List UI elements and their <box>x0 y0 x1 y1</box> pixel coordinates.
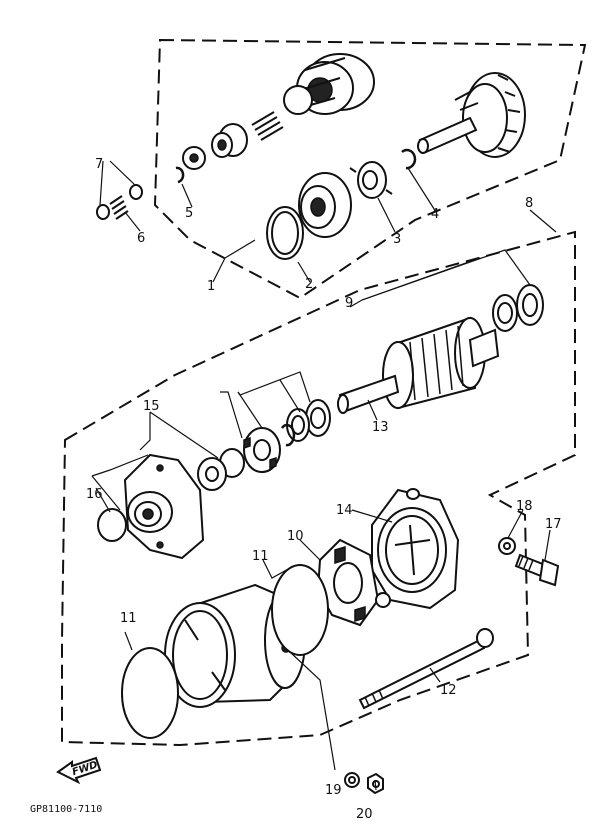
callout-20: 20 <box>356 807 373 822</box>
clutch-housing <box>298 172 352 238</box>
o-ring-16 <box>97 508 127 542</box>
overrunning-clutch-shaft <box>417 72 526 158</box>
bolt-17 <box>514 553 560 587</box>
o-ring-11-left <box>121 647 179 739</box>
group-outline-starter-assembly <box>61 230 576 747</box>
circlip-5 <box>175 166 185 184</box>
callout-18: 18 <box>516 499 533 514</box>
figure-code: GP81100-7110 <box>30 804 102 815</box>
callout-11-upper: 11 <box>252 549 269 564</box>
collar <box>182 146 206 170</box>
callout-2: 2 <box>305 277 313 292</box>
brush-holder <box>316 538 391 627</box>
callout-11-lower: 11 <box>120 611 137 626</box>
o-ring-11-right <box>271 564 329 656</box>
callout-12: 12 <box>440 683 457 698</box>
front-cover <box>123 453 205 560</box>
group-outline-clutch-assembly <box>153 38 587 300</box>
callout-1: 1 <box>207 279 215 294</box>
callout-7: 7 <box>95 157 103 172</box>
callout-10: 10 <box>287 529 304 544</box>
leader-lines <box>91 160 557 791</box>
bearing <box>197 448 245 491</box>
callout-3: 3 <box>393 232 401 247</box>
washer-18 <box>498 537 516 555</box>
fwd-arrow: FWD <box>56 756 102 785</box>
pinion-gear <box>283 53 375 115</box>
callout-13: 13 <box>372 420 389 435</box>
callout-4: 4 <box>431 207 439 222</box>
callout-15: 15 <box>143 399 160 414</box>
callout-5: 5 <box>185 206 193 221</box>
spring-with-washers <box>96 184 143 220</box>
through-bolt <box>358 628 494 710</box>
callout-14: 14 <box>336 503 353 518</box>
callout-16: 16 <box>86 487 103 502</box>
brush-holder-plate <box>243 427 281 473</box>
spring-sleeve <box>211 111 284 158</box>
callout-6: 6 <box>137 231 145 246</box>
thrust-washers-upper <box>492 284 544 332</box>
callout-17: 17 <box>545 517 562 532</box>
callout-19: 19 <box>325 783 342 798</box>
washer-19 <box>344 772 360 788</box>
clutch-gear-assembly <box>175 53 526 260</box>
callout-8: 8 <box>525 196 533 211</box>
thrust-washers-lower <box>280 399 331 447</box>
rear-cover <box>371 488 460 610</box>
ring-2 <box>266 206 304 260</box>
stopper-plate-3 <box>349 161 393 199</box>
circlip-4 <box>401 148 417 170</box>
callout-9: 9 <box>345 296 353 311</box>
armature <box>337 316 500 414</box>
